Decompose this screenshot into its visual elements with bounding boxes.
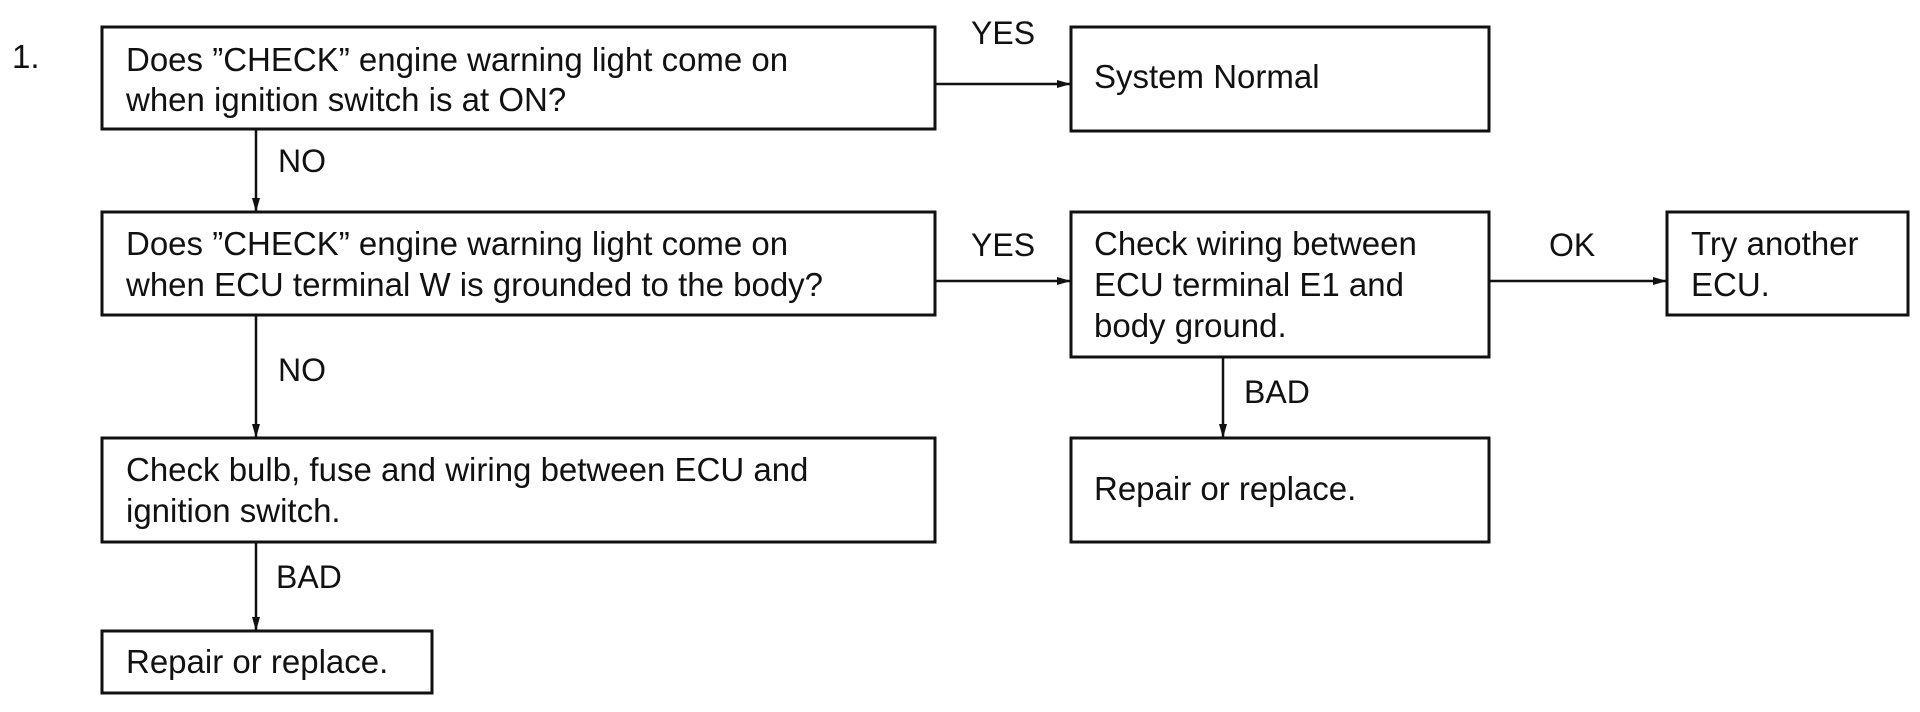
box-check-wiring-e1-line-1: Check wiring between (1094, 225, 1417, 262)
box-check-bulb-line-1: Check bulb, fuse and wiring between ECU … (126, 451, 808, 488)
box-question-terminal-w-grounded: Does ”CHECK” engine warning light come o… (100, 210, 937, 317)
label-yes-ignition: YES (971, 15, 1035, 51)
box-system-normal-line-1: System Normal (1094, 58, 1320, 95)
box-question-ignition-on: Does ”CHECK” engine warning light come o… (100, 25, 937, 131)
box-check-bulb-fuse-wiring: Check bulb, fuse and wiring between ECU … (100, 436, 937, 544)
label-bad-bulb: BAD (276, 559, 342, 595)
label-yes-grounded: YES (971, 227, 1035, 263)
box-system-normal: System Normal (1069, 25, 1491, 133)
box-try-another-ecu-line-2: ECU. (1691, 266, 1770, 303)
box-repair-or-replace-right: Repair or replace. (1069, 436, 1491, 544)
box-try-another-ecu: Try another ECU. (1665, 210, 1910, 317)
label-ok: OK (1549, 227, 1595, 263)
box-check-wiring-e1-line-2: ECU terminal E1 and (1094, 266, 1404, 303)
box-try-another-ecu-line-1: Try another (1691, 225, 1859, 262)
step-number: 1. (12, 38, 40, 75)
box-check-wiring-e1-line-3: body ground. (1094, 307, 1287, 344)
box-check-bulb-line-2: ignition switch. (126, 492, 341, 529)
box-question-ignition-on-line-1: Does ”CHECK” engine warning light come o… (126, 41, 788, 78)
box-repair-or-replace-left: Repair or replace. (100, 629, 434, 695)
box-question-terminal-w-line-2: when ECU terminal W is grounded to the b… (125, 266, 823, 303)
box-question-terminal-w-line-1: Does ”CHECK” engine warning light come o… (126, 225, 788, 262)
box-repair-left-line-1: Repair or replace. (126, 643, 388, 680)
label-no-grounded: NO (278, 352, 326, 388)
box-repair-right-line-1: Repair or replace. (1094, 470, 1356, 507)
label-bad-wiring: BAD (1244, 374, 1310, 410)
label-no-ignition: NO (278, 143, 326, 179)
box-question-ignition-on-line-2: when ignition switch is at ON? (125, 81, 566, 118)
box-check-wiring-e1: Check wiring between ECU terminal E1 and… (1069, 210, 1491, 359)
